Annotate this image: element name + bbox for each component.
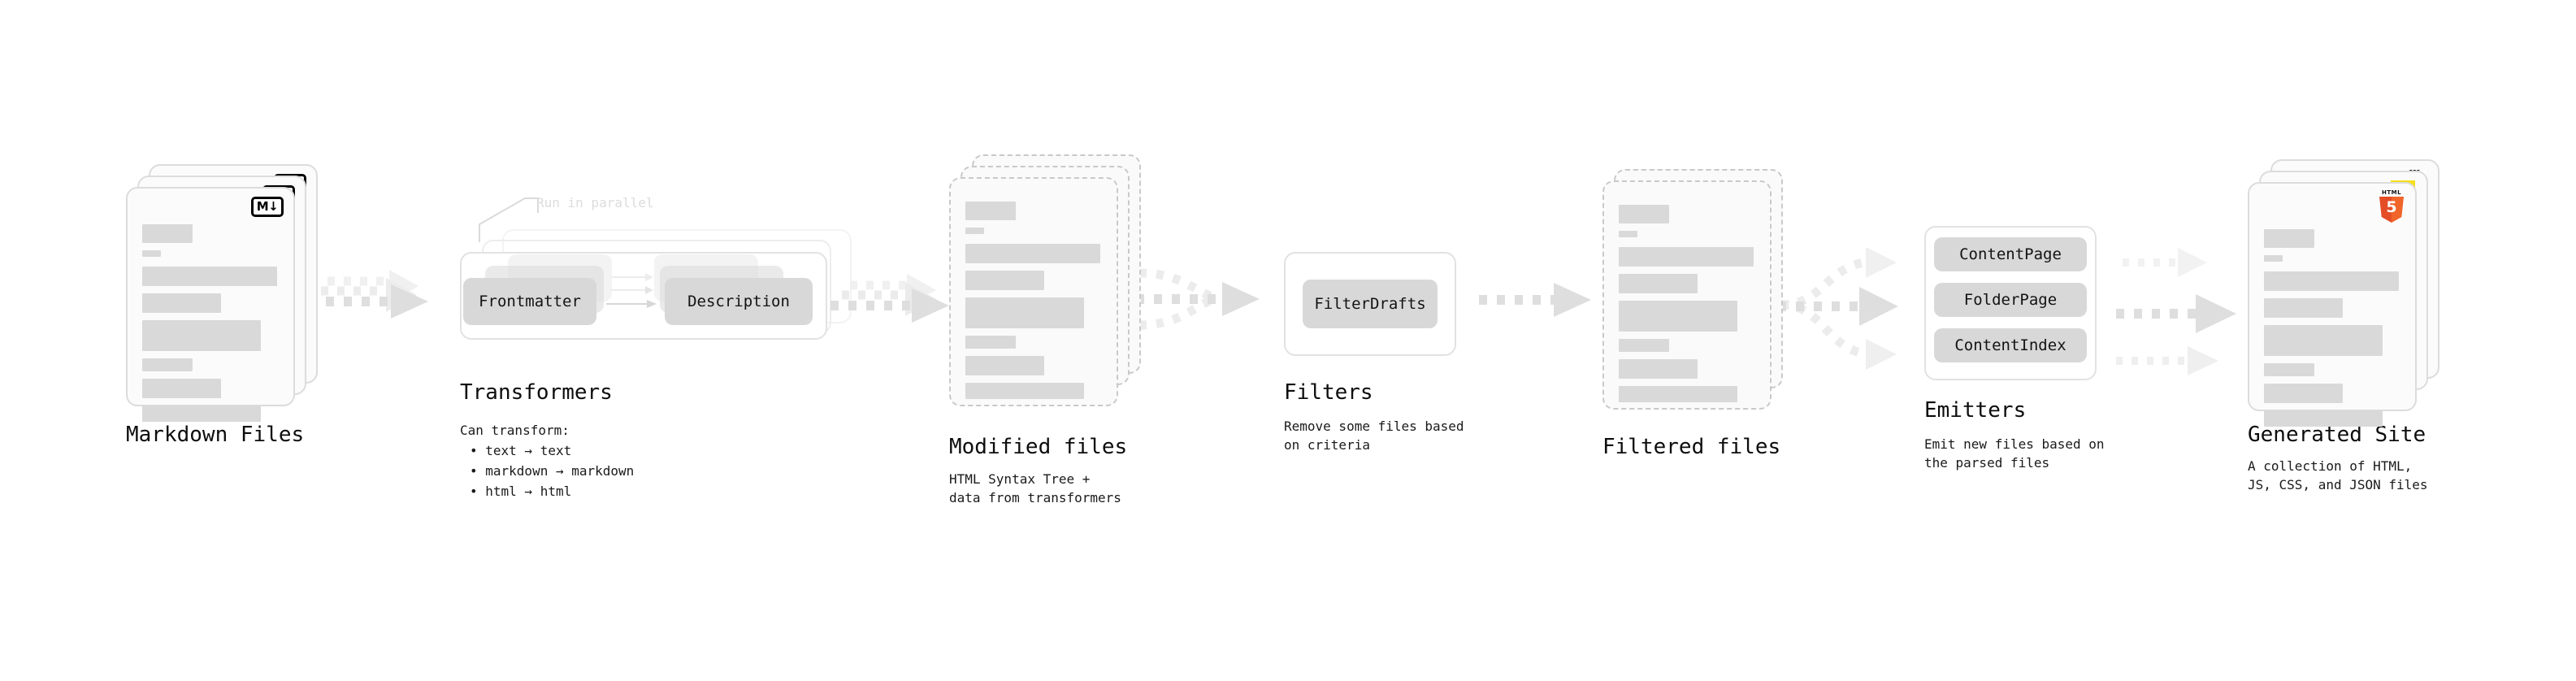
- transformer-chip-description[interactable]: Description: [665, 278, 813, 325]
- document-skeleton: [2264, 229, 2400, 434]
- skeleton-bar: [1619, 231, 1637, 237]
- document-skeleton: [1619, 205, 1755, 410]
- filtered-file-front: [1602, 180, 1772, 410]
- skeleton-bar: [2264, 410, 2383, 427]
- skeleton-bar: [142, 267, 277, 286]
- document-skeleton: [142, 224, 279, 429]
- arrow-markdown-to-transformers: [308, 270, 428, 319]
- html5-five: 5: [2386, 198, 2397, 216]
- html5-icon: HTML 5: [2378, 190, 2405, 223]
- arrow-emitters-to-site: [2116, 248, 2236, 375]
- skeleton-bar: [1619, 274, 1698, 293]
- skeleton-bar: [2264, 325, 2383, 356]
- generated-site-title: Generated Site: [2248, 423, 2426, 447]
- emitter-chip-folderpage[interactable]: FolderPage: [1934, 283, 2087, 317]
- emitters-subtitle: Emit new files based on the parsed files: [1924, 436, 2105, 471]
- skeleton-bar: [142, 358, 193, 371]
- skeleton-bar: [2264, 255, 2283, 262]
- html5-shield: 5: [2379, 197, 2404, 223]
- modified-files-title: Modified files: [949, 435, 1128, 459]
- skeleton-bar: [1619, 205, 1669, 223]
- skeleton-bar: [965, 383, 1084, 399]
- transformers-title: Transformers: [460, 380, 613, 405]
- site-file-html: HTML 5: [2248, 182, 2417, 427]
- skeleton-bar: [2264, 271, 2399, 291]
- skeleton-bar: [965, 297, 1084, 328]
- skeleton-bar: [1619, 339, 1669, 352]
- arrow-filters-to-filtered: [1479, 283, 1591, 317]
- skeleton-bar: [142, 250, 161, 257]
- transformers-subtitle-heading: Can transform:: [460, 423, 570, 438]
- arrow-filtered-to-emitters: [1778, 247, 1898, 370]
- markdown-icon: M↓: [251, 197, 284, 217]
- html5-icon-label: HTML: [2381, 189, 2402, 196]
- transformer-bullet: • html → html: [470, 483, 572, 499]
- parallel-bracket: [479, 197, 539, 242]
- skeleton-bar: [1619, 359, 1698, 379]
- skeleton-bar: [965, 356, 1044, 375]
- skeleton-bar: [1619, 247, 1754, 267]
- skeleton-bar: [2264, 363, 2314, 376]
- skeleton-bar: [2264, 384, 2343, 403]
- skeleton-bar: [965, 336, 1016, 349]
- skeleton-bar: [142, 379, 221, 398]
- run-in-parallel-label: Run in parallel: [536, 195, 654, 210]
- transformer-bullet: • markdown → markdown: [470, 462, 635, 479]
- emitters-title: Emitters: [1924, 398, 2027, 423]
- skeleton-bar: [2264, 298, 2343, 318]
- skeleton-bar: [965, 244, 1100, 263]
- generated-site-subtitle: A collection of HTML, JS, CSS, and JSON …: [2248, 458, 2428, 493]
- filter-chip-filterdrafts[interactable]: FilterDrafts: [1303, 280, 1438, 328]
- skeleton-bar: [965, 228, 984, 234]
- arrow-transformers-to-modified: [830, 274, 949, 323]
- emitter-chip-contentindex[interactable]: ContentIndex: [1934, 328, 2087, 362]
- skeleton-bar: [1619, 301, 1737, 332]
- skeleton-bar: [1619, 386, 1737, 402]
- filters-subtitle: Remove some files based on criteria: [1284, 419, 1464, 453]
- skeleton-bar: [142, 406, 261, 422]
- arrow-modified-to-filters: [1136, 268, 1260, 330]
- emitter-chip-contentpage[interactable]: ContentPage: [1934, 237, 2087, 271]
- transformer-inner-arrows: [606, 273, 657, 308]
- transformers-bullets: • text → text • markdown → markdown • ht…: [470, 441, 634, 501]
- skeleton-bar: [965, 202, 1016, 220]
- transformer-chip-frontmatter[interactable]: Frontmatter: [463, 278, 596, 325]
- skeleton-bar: [142, 224, 193, 243]
- skeleton-bar: [142, 320, 261, 351]
- document-skeleton: [965, 202, 1102, 406]
- skeleton-bar: [142, 293, 221, 313]
- filters-title: Filters: [1284, 380, 1373, 405]
- modified-files-subtitle: HTML Syntax Tree + data from transformer…: [949, 471, 1121, 506]
- markdown-file-front: M↓: [126, 187, 295, 422]
- skeleton-bar: [965, 271, 1044, 290]
- filtered-files-title: Filtered files: [1602, 435, 1781, 459]
- markdown-files-title: Markdown Files: [126, 423, 305, 447]
- modified-file-front: [949, 177, 1118, 406]
- transformer-bullet: • text → text: [470, 443, 572, 458]
- skeleton-bar: [2264, 229, 2314, 248]
